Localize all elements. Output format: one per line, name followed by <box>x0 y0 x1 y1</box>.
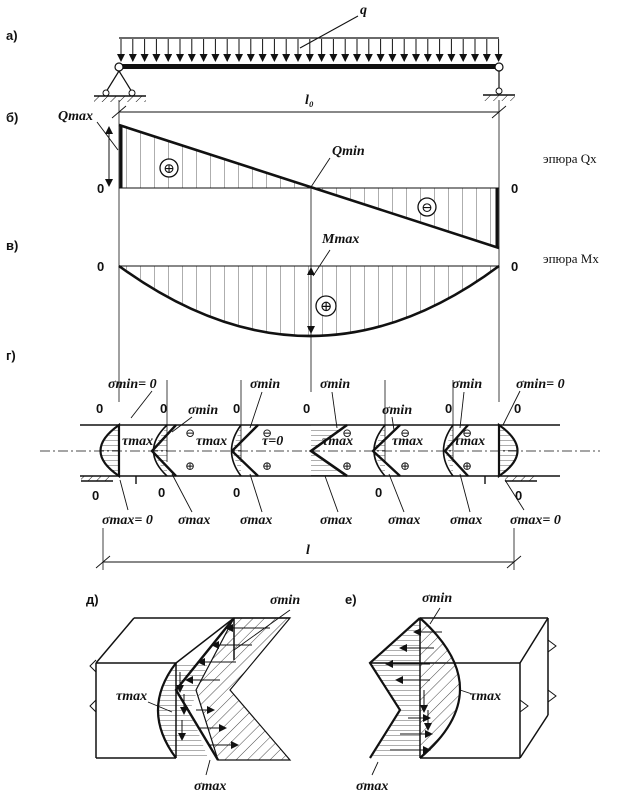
zero-bot-1: 0 <box>92 488 99 503</box>
sigma-max-4: σmax <box>388 513 420 528</box>
label-b: б) <box>6 110 18 125</box>
sign-plus-5: ⊕ <box>462 459 472 473</box>
zero-right-m: 0 <box>511 259 518 274</box>
zero-top-2: 0 <box>160 401 167 416</box>
sigma-max-5: σmax <box>450 513 482 528</box>
beam <box>119 64 499 69</box>
tau-max-3: τmax <box>322 434 353 449</box>
tau-max-4: τmax <box>392 434 423 449</box>
label-a: а) <box>6 28 18 43</box>
epura-q-label: эпюра Qx <box>543 151 597 166</box>
zero-top-4: 0 <box>303 401 310 416</box>
section-b-shear: б) Qmax Qmin ⊕ ⊖ 0 0 эпюра Qx <box>6 109 597 250</box>
sign-plus-shear: ⊕ <box>163 162 175 177</box>
label-q: q <box>360 3 367 18</box>
sigma-max-zero-right: σmax= 0 <box>510 513 561 528</box>
d-sigma-max: σmax <box>194 779 226 794</box>
tau-max-2: τmax <box>196 434 227 449</box>
label-e: е) <box>345 592 357 607</box>
sign-plus-4: ⊕ <box>400 459 410 473</box>
sign-minus-3: ⊖ <box>342 426 352 440</box>
tau-zero: τ=0 <box>262 434 283 449</box>
d-sigma-min: σmin <box>270 593 300 608</box>
zero-right-q: 0 <box>511 181 518 196</box>
sign-minus-4: ⊖ <box>400 426 410 440</box>
zero-top-3: 0 <box>233 401 240 416</box>
label-qmax: Qmax <box>58 109 93 124</box>
zero-bot-5: 0 <box>515 488 522 503</box>
sigma-min-zero-left: σmin= 0 <box>108 377 157 392</box>
sigma-max-2: σmax <box>240 513 272 528</box>
section-a: а) q l₀ <box>6 3 515 119</box>
distributed-load-arrows <box>117 39 503 62</box>
sign-plus-1: ⊕ <box>185 459 195 473</box>
sigma-min-1: σmin <box>188 403 218 418</box>
section-v-moment: в) Mmax ⊕ 0 0 эпюра Mx <box>6 232 599 338</box>
section-d-element: д) <box>86 592 300 794</box>
sign-plus-3: ⊕ <box>342 459 352 473</box>
label-mmax: Mmax <box>321 232 359 247</box>
sigma-min-4: σmin <box>382 403 412 418</box>
label-qmin: Qmin <box>332 144 365 159</box>
sigma-max-3: σmax <box>320 513 352 528</box>
roller-support-right <box>483 62 515 101</box>
sigma-max-1: σmax <box>178 513 210 528</box>
label-g: г) <box>6 348 16 363</box>
sign-minus-1: ⊖ <box>185 426 195 440</box>
zero-top-5: 0 <box>445 401 452 416</box>
label-v: в) <box>6 238 18 253</box>
zero-bot-2: 0 <box>158 485 165 500</box>
zero-bot-4: 0 <box>375 485 382 500</box>
label-d: д) <box>86 592 99 607</box>
zero-left-q: 0 <box>97 181 104 196</box>
sign-plus-2: ⊕ <box>262 459 272 473</box>
e-tau-max: τmax <box>470 689 501 704</box>
e-sigma-min: σmin <box>422 591 452 606</box>
sigma-min-3: σmin <box>320 377 350 392</box>
zero-top-1: 0 <box>96 401 103 416</box>
label-l: l <box>306 543 310 558</box>
sigma-min-2: σmin <box>250 377 280 392</box>
pin-support-left <box>94 62 146 102</box>
e-sigma-max: σmax <box>356 779 388 794</box>
sigma-min-5: σmin <box>452 377 482 392</box>
epura-m-label: эпюра Mx <box>543 251 599 266</box>
d-tau-max: τmax <box>116 689 147 704</box>
section-g-stresses: г) <box>6 348 600 570</box>
sigma-min-zero-right: σmin= 0 <box>516 377 565 392</box>
label-l0: l₀ <box>305 93 314 108</box>
tau-max-5: τmax <box>454 434 485 449</box>
zero-bot-3: 0 <box>233 485 240 500</box>
sign-minus-5: ⊖ <box>462 426 472 440</box>
section-e-element: е) σmin <box>345 591 557 794</box>
tau-max-1: τmax <box>122 434 153 449</box>
sign-plus-moment: ⊕ <box>320 299 333 315</box>
sign-minus-2: ⊖ <box>262 426 272 440</box>
sign-minus-shear: ⊖ <box>421 201 433 216</box>
zero-top-6: 0 <box>514 401 521 416</box>
sigma-max-zero-left: σmax= 0 <box>102 513 153 528</box>
zero-left-m: 0 <box>97 259 104 274</box>
